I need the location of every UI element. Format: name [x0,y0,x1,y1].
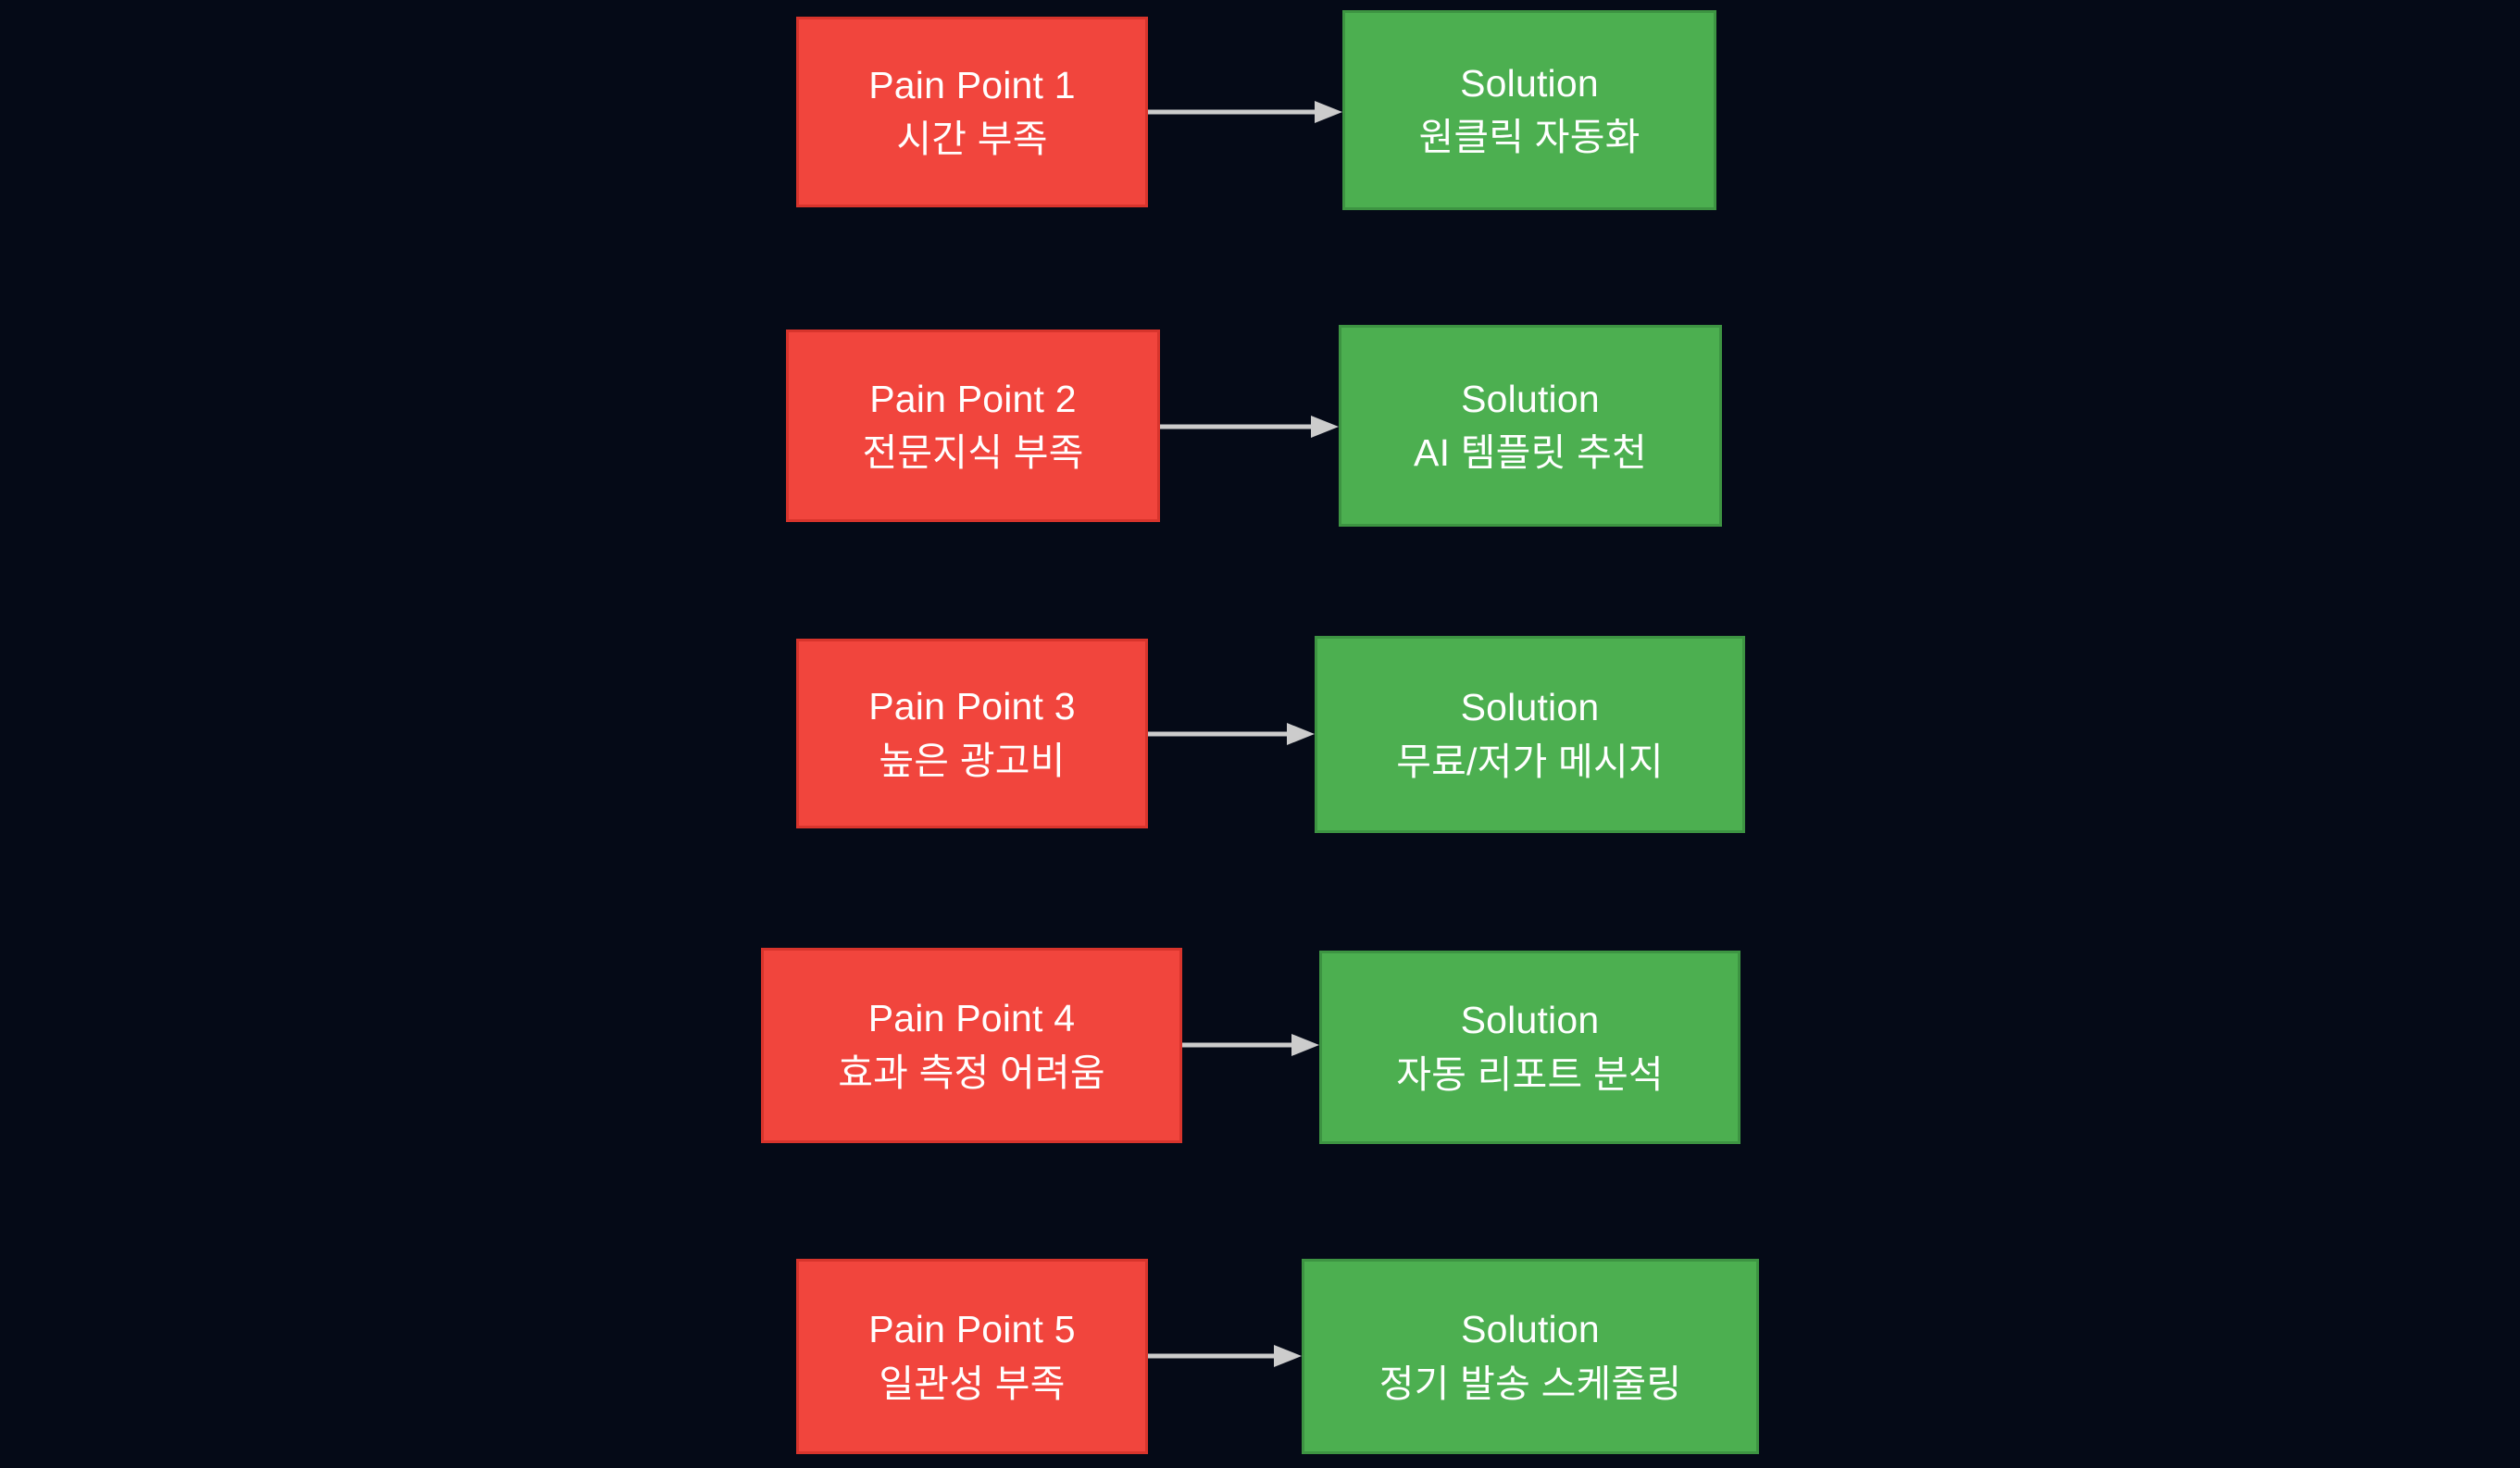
solution-node-2[interactable]: Solution AI 템플릿 추천 [1339,325,1722,527]
solution-node-4-title: Solution [1460,999,1600,1042]
pain-point-node-2-detail: 전문지식 부족 [862,431,1084,474]
pain-point-node-1-detail: 시간 부족 [896,118,1048,160]
flow-arrow-4 [1182,1031,1321,1059]
pain-point-node-3[interactable]: Pain Point 3 높은 광고비 [796,639,1148,828]
solution-node-4[interactable]: Solution 자동 리포트 분석 [1319,951,1740,1144]
pain-point-node-4-title: Pain Point 4 [867,997,1076,1040]
solution-node-1[interactable]: Solution 원클릭 자동화 [1342,10,1716,210]
flow-arrow-3 [1148,720,1316,748]
solution-node-3-detail: 무료/저가 메시지 [1396,740,1664,783]
pain-point-node-5-detail: 일관성 부족 [879,1362,1066,1405]
pain-point-node-3-detail: 높은 광고비 [879,739,1066,782]
solution-node-2-detail: AI 템플릿 추천 [1414,431,1647,474]
solution-node-2-title: Solution [1461,377,1600,420]
solution-node-5[interactable]: Solution 정기 발송 스케줄링 [1302,1259,1759,1454]
pain-point-node-1-title: Pain Point 1 [868,63,1076,106]
pain-point-node-3-title: Pain Point 3 [868,685,1076,728]
solution-node-5-title: Solution [1461,1308,1600,1351]
flow-arrow-5 [1148,1342,1304,1370]
flow-arrow-1 [1148,98,1344,126]
solution-node-3-title: Solution [1460,686,1600,729]
pain-point-node-4-detail: 효과 측정 어려움 [838,1051,1105,1094]
pain-point-node-2[interactable]: Pain Point 2 전문지식 부족 [786,330,1160,522]
solution-node-3[interactable]: Solution 무료/저가 메시지 [1315,636,1745,833]
solution-node-5-detail: 정기 발송 스케줄링 [1379,1362,1682,1405]
solution-node-1-title: Solution [1460,61,1599,105]
flow-arrow-2 [1160,413,1341,441]
pain-point-node-1[interactable]: Pain Point 1 시간 부족 [796,17,1148,207]
pain-point-node-5-title: Pain Point 5 [868,1308,1076,1351]
pain-point-node-2-title: Pain Point 2 [869,377,1077,420]
solution-node-4-detail: 자동 리포트 분석 [1396,1052,1664,1096]
pain-point-node-5[interactable]: Pain Point 5 일관성 부족 [796,1259,1148,1454]
solution-node-1-detail: 원클릭 자동화 [1418,116,1640,158]
pain-point-node-4[interactable]: Pain Point 4 효과 측정 어려움 [761,948,1182,1143]
